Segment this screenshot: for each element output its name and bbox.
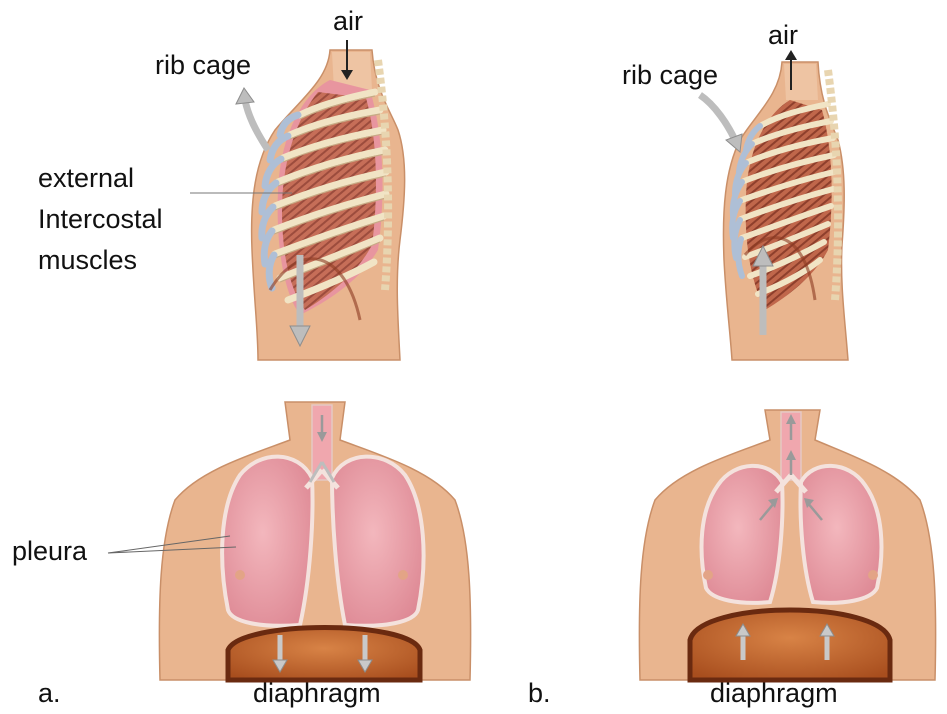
diaphragm-label-b: diaphragm	[710, 680, 838, 707]
eic-line-3: muscles	[38, 240, 208, 281]
side-torso-b	[723, 62, 848, 360]
front-torso-a	[159, 402, 470, 680]
rib-cage-label-b: rib cage	[622, 62, 718, 89]
side-torso-a	[252, 50, 405, 360]
pleura-label: pleura	[12, 538, 87, 565]
eic-line-1: external	[38, 158, 208, 199]
left-lung-a	[222, 457, 312, 626]
air-label-a: air	[333, 8, 363, 35]
eic-line-2: Intercostal	[38, 199, 208, 240]
diaphragm-a	[228, 628, 420, 681]
diaphragm-label-a: diaphragm	[253, 680, 381, 707]
rib-out-arrow-a	[236, 88, 268, 150]
right-lung-a	[332, 457, 424, 626]
panel-b-label: b.	[528, 680, 551, 707]
external-intercostal-muscles-label: external Intercostal muscles	[38, 158, 208, 281]
rib-cage-label-a: rib cage	[155, 52, 251, 79]
panel-a-label: a.	[38, 680, 61, 707]
air-label-b: air	[768, 22, 798, 49]
front-torso-b	[639, 410, 935, 680]
diaphragm-b	[690, 610, 890, 680]
rib-in-arrow-b	[700, 95, 742, 152]
